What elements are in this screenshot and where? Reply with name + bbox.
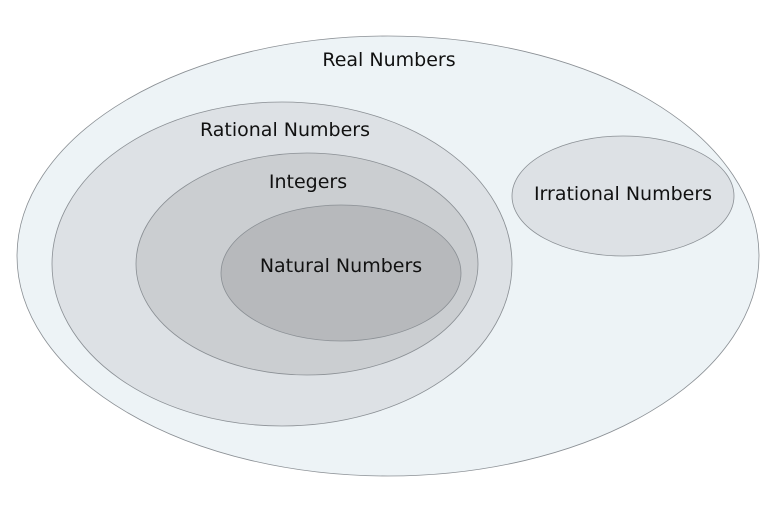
irrational-numbers-set: Irrational Numbers [511,135,735,257]
rational-numbers-label: Rational Numbers [200,119,370,141]
real-numbers-label: Real Numbers [322,49,455,71]
natural-numbers-label: Natural Numbers [260,255,422,277]
irrational-numbers-ellipse [511,135,735,257]
integers-label: Integers [269,171,347,193]
natural-numbers-set: Natural Numbers [220,204,462,342]
natural-numbers-ellipse [220,204,462,342]
irrational-numbers-label: Irrational Numbers [534,183,712,205]
